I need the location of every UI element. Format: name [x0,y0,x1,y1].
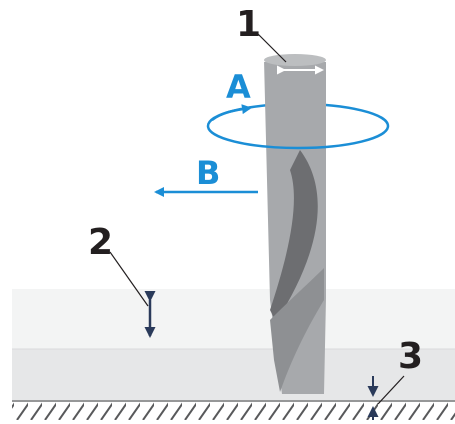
rotation-ellipse-front [206,125,390,150]
rotation-arrow-icon [211,104,252,122]
label-2: 2 [88,222,113,263]
leader-line-1 [257,33,287,63]
leader-line-3 [377,375,405,405]
stock-lower-layer [12,349,455,400]
stock-upper-layer [12,289,455,349]
label-b: B [196,154,220,192]
floor-hatch [12,402,455,422]
label-a: A [226,68,251,106]
end-mill-tool [264,54,326,394]
label-3: 3 [398,336,423,377]
leader-line-2 [109,251,149,307]
label-1: 1 [236,4,261,45]
